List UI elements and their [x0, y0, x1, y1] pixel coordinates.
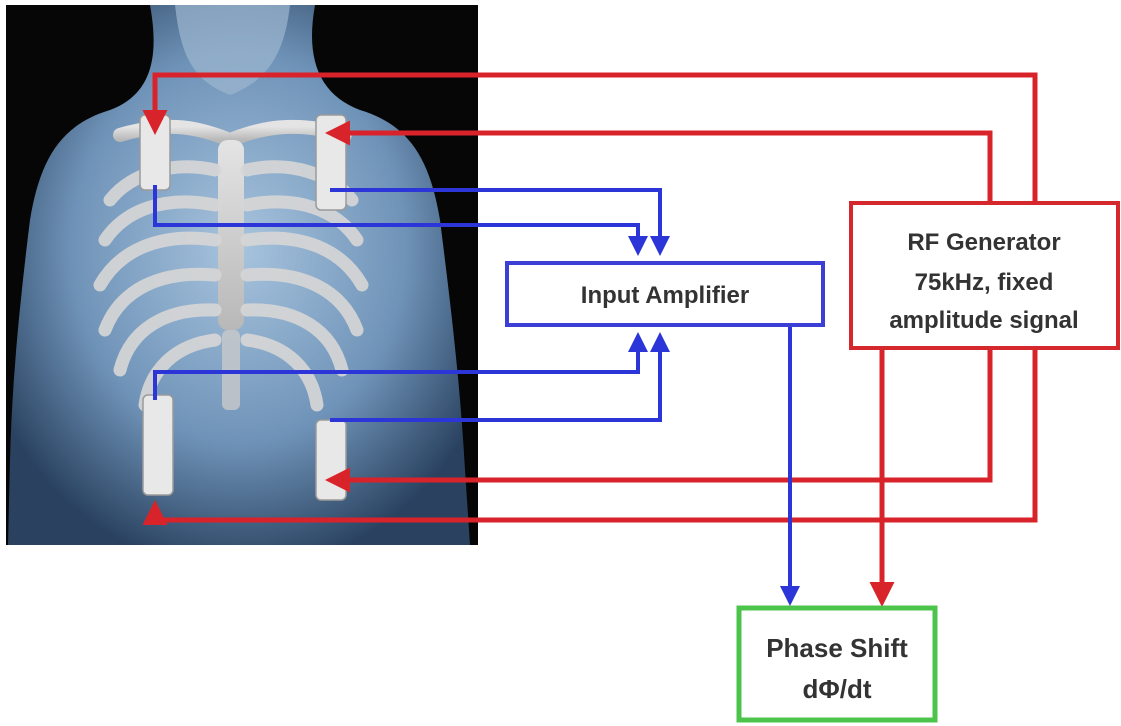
torso-photo: [6, 5, 478, 545]
input-amplifier-box: Input Amplifier: [507, 263, 823, 325]
input-amplifier-label: Input Amplifier: [581, 282, 749, 309]
phase-shift-box: Phase Shift dΦ/dt: [739, 608, 935, 720]
electrode-lower-right: [316, 420, 346, 500]
rf-generator-line-1: RF Generator: [907, 229, 1060, 256]
sternum: [218, 140, 244, 330]
rf-generator-box: RF Generator 75kHz, fixed amplitude sign…: [851, 203, 1118, 348]
phase-shift-line-1: Phase Shift: [766, 633, 908, 663]
phase-shift-line-2: dΦ/dt: [803, 674, 872, 704]
rf-generator-line-3: amplitude signal: [889, 307, 1078, 334]
rf-generator-line-2: 75kHz, fixed: [915, 269, 1054, 296]
electrode-upper-right: [316, 115, 346, 210]
electrode-lower-left: [143, 395, 173, 495]
